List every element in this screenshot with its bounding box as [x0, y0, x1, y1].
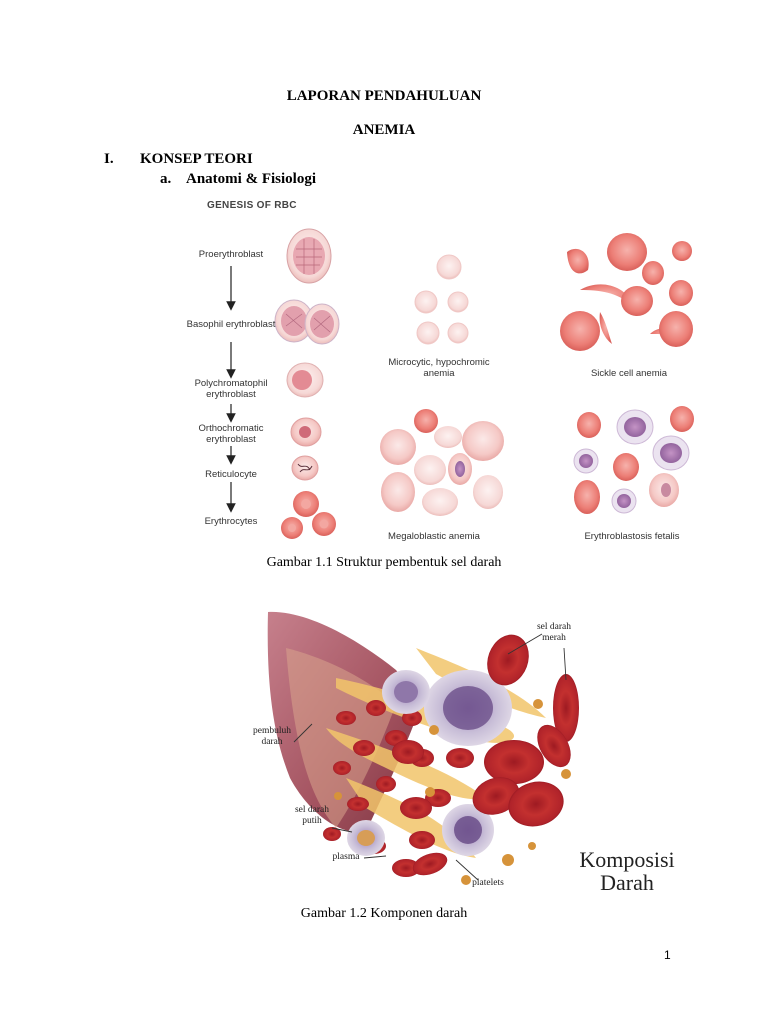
stage-label-basophil: Basophil erythroblast [186, 319, 276, 330]
label-platelets: platelets [472, 878, 504, 888]
subsection-letter: a. [160, 171, 172, 187]
stage-label-erythrocytes: Erythrocytes [204, 516, 258, 527]
panel-label-megaloblastic: Megaloblastic anemia [388, 531, 480, 542]
figure1-caption: Gambar 1.1 Struktur pembentuk sel darah [266, 555, 502, 570]
panel-label-erythroblastosis: Erythroblastosis fetalis [584, 531, 680, 542]
blood-composition-illustration [267, 611, 579, 885]
wbc-small [347, 804, 494, 856]
stage-label-orthochromatic: Orthochromatic erythroblast [198, 423, 264, 445]
erythrocyte-cells [281, 491, 336, 539]
orthochromatic-erythroblast-cell [290, 417, 322, 447]
document-title: LAPORAN PENDAHULUAN [286, 88, 482, 104]
section-title: KONSEP TEORI [140, 151, 253, 167]
figure2-caption: Gambar 1.2 Komponen darah [300, 906, 468, 921]
label-plasma: plasma [332, 852, 360, 862]
megaloblastic-anemia-cells [380, 409, 504, 516]
proerythroblast-cell [286, 228, 332, 284]
sickle-cell-anemia-cells [560, 233, 693, 351]
label-rbc: sel darah merah [536, 622, 572, 643]
composition-title: Komposisi Darah [579, 847, 675, 895]
basophil-erythroblast-cells [274, 299, 340, 345]
stage-label-polychromatophil: Polychromatophil erythroblast [194, 378, 268, 400]
label-vessel: pembuluh darah [253, 726, 291, 747]
genesis-title: GENESIS OF RBC [207, 200, 297, 211]
page-number: 1 [664, 948, 671, 962]
wbc-large [382, 670, 512, 746]
stage-label-proerythroblast: Proerythroblast [198, 249, 264, 260]
reticulocyte-cell [291, 455, 319, 481]
subsection-title: Anatomi & Fisiologi [186, 171, 316, 187]
document-subtitle: ANEMIA [352, 122, 416, 138]
panel-label-microcytic: Microcytic, hypochromic anemia [388, 357, 490, 379]
stage-label-reticulocyte: Reticulocyte [205, 469, 257, 480]
panel-label-sickle-cell: Sickle cell anemia [590, 368, 668, 379]
rbc-genesis-illustration [226, 228, 694, 539]
label-wbc: sel darah putih [294, 805, 330, 826]
microcytic-anemia-cells [414, 254, 469, 345]
erythroblastosis-fetalis-cells [573, 406, 694, 514]
section-number: I. [104, 151, 114, 167]
figure-blood-composition: sel darah merah pembuluh darah sel darah… [246, 608, 692, 902]
polychromatophil-erythroblast-cell [286, 362, 324, 398]
figure-rbc-genesis: GENESIS OF RBC Proerythroblast Basophil … [164, 194, 710, 550]
